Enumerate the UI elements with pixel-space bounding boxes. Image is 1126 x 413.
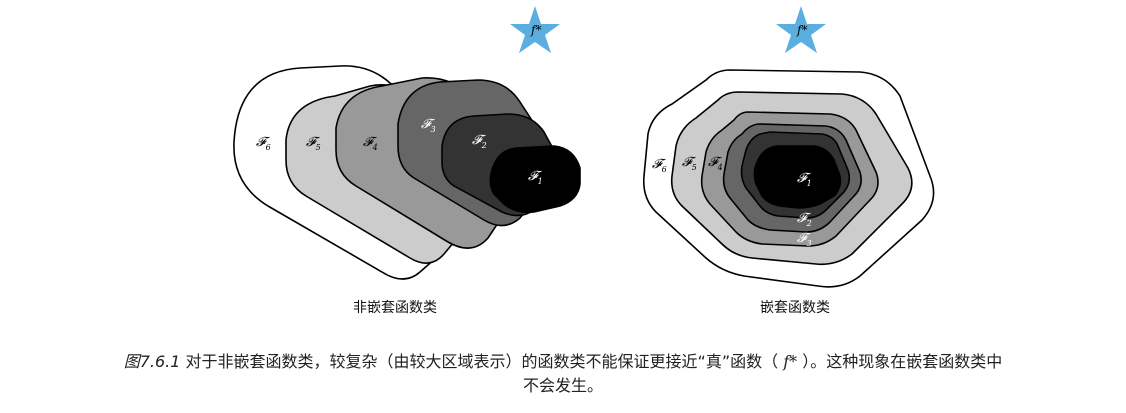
caption-math: f* xyxy=(783,352,798,371)
function-class-diagram: 𝓕6 𝓕5 𝓕4 𝓕3 𝓕2 𝓕1 f* 非嵌套函数类 𝓕6 𝓕5 𝓕4 𝓕1 … xyxy=(233,6,935,316)
set-f1-right xyxy=(753,145,842,209)
non-nested-diagram: 𝓕6 𝓕5 𝓕4 𝓕3 𝓕2 𝓕1 f* 非嵌套函数类 xyxy=(233,6,581,316)
star-icon-right: f* xyxy=(776,6,826,53)
panel-label-right: 嵌套函数类 xyxy=(760,300,830,316)
panel-label-left: 非嵌套函数类 xyxy=(353,300,437,316)
caption-line-2: 不会发生。 xyxy=(522,376,603,395)
star-label-left: f* xyxy=(530,23,541,37)
star-icon-left: f* xyxy=(510,6,560,53)
caption-line-1: 图7.6.1 对于非嵌套函数类，较复杂（由较大区域表示）的函数类不能保证更接近“… xyxy=(0,350,1126,374)
set-f1-left xyxy=(489,145,581,214)
figure-number: 图7.6.1 xyxy=(123,352,181,371)
figure-caption: 图7.6.1 对于非嵌套函数类，较复杂（由较大区域表示）的函数类不能保证更接近“… xyxy=(0,350,1126,398)
nested-diagram: 𝓕6 𝓕5 𝓕4 𝓕1 𝓕2 𝓕3 f* 嵌套函数类 xyxy=(642,6,935,316)
caption-text-after: ）。这种现象在嵌套函数类中 xyxy=(802,352,1003,371)
star-label-right: f* xyxy=(796,23,807,37)
caption-text-before: 对于非嵌套函数类，较复杂（由较大区域表示）的函数类不能保证更接近“真”函数（ xyxy=(185,352,779,371)
